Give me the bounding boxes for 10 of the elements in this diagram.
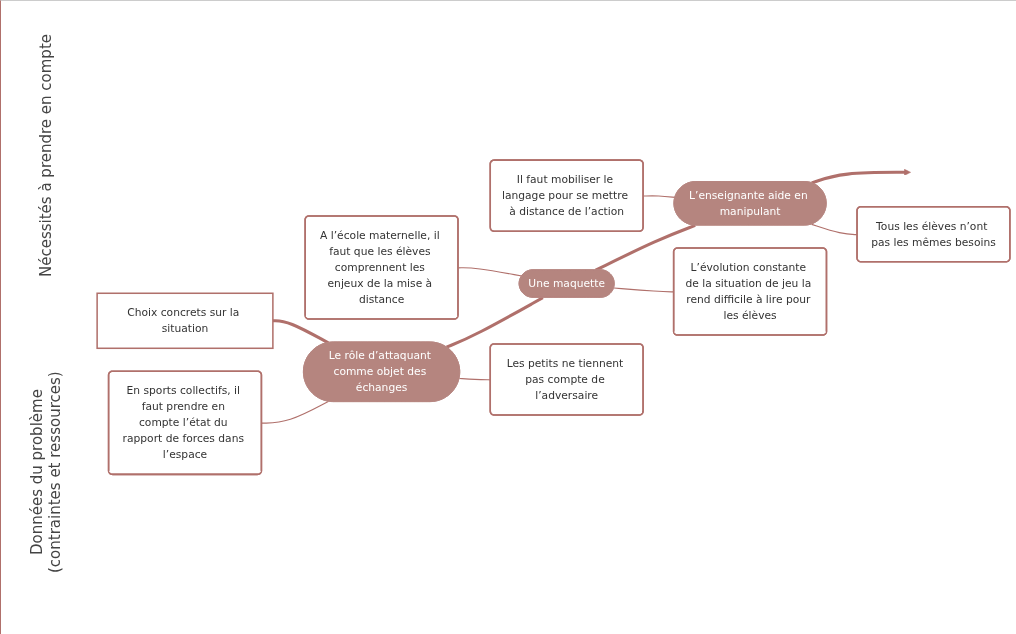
side-label: Données du problème (contraintes et ressources) [28, 369, 64, 575]
arrow [811, 169, 911, 185]
node-box: Choix concrets sur la situation [96, 292, 274, 350]
connector [811, 224, 858, 236]
connector [272, 319, 329, 345]
connector [457, 267, 523, 277]
connector [594, 224, 696, 272]
connector [445, 296, 544, 349]
connector [261, 401, 329, 424]
side-label: Nécessités à prendre en compte [37, 33, 55, 277]
